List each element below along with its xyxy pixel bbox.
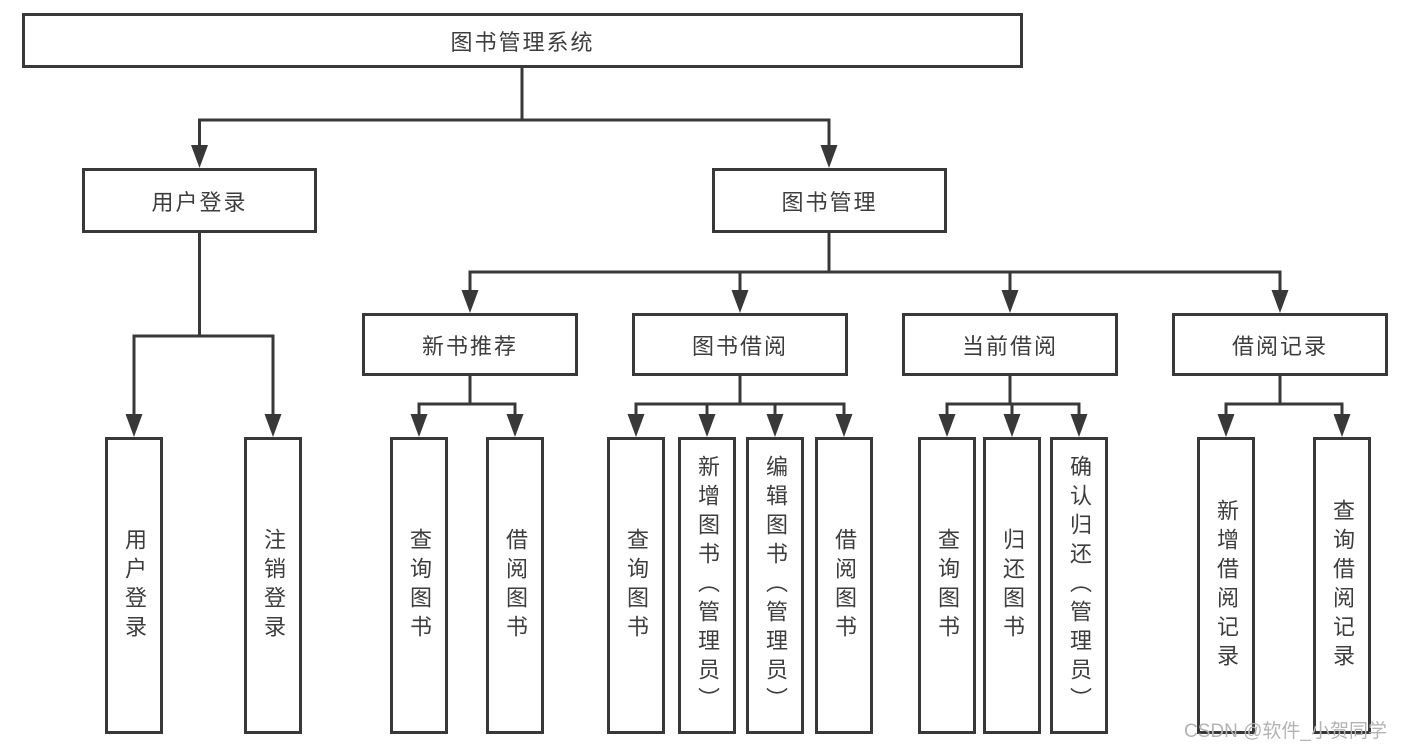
leaf-confirm-return-admin-label: 确认归还（管理员） xyxy=(1067,455,1092,716)
connector-new-book-recommend-to-leaves xyxy=(410,376,524,437)
leaf-add-book-admin-label: 新增图书（管理员） xyxy=(695,455,720,716)
node-book-management: 图书管理 xyxy=(712,168,947,233)
node-new-book-recommend: 新书推荐 xyxy=(362,313,578,376)
node-new-book-recommend-label: 新书推荐 xyxy=(421,333,518,359)
leaf-return-book-label: 归还图书 xyxy=(1000,527,1025,644)
node-current-borrowing: 当前借阅 xyxy=(902,313,1118,376)
leaf-edit-book-admin-label: 编辑图书（管理员） xyxy=(763,455,788,716)
node-book-borrowing-label: 图书借阅 xyxy=(691,333,788,359)
connector-book-borrowing-to-leaves xyxy=(627,376,853,437)
leaf-query-borrow-record-label: 查询借阅记录 xyxy=(1330,498,1355,673)
node-book-management-label: 图书管理 xyxy=(781,189,878,215)
node-user-login: 用户登录 xyxy=(82,168,317,233)
connector-current-borrowing-to-leaves xyxy=(938,376,1088,437)
leaf-query-borrow-record: 查询借阅记录 xyxy=(1313,437,1371,734)
leaf-return-book: 归还图书 xyxy=(983,437,1041,734)
leaf-user-login: 用户登录 xyxy=(105,437,163,734)
leaf-query-books-2-label: 查询图书 xyxy=(624,527,649,644)
leaf-add-borrow-record: 新增借阅记录 xyxy=(1197,437,1255,734)
leaf-logout-login-label: 注销登录 xyxy=(261,527,286,644)
leaf-borrow-books-2: 借阅图书 xyxy=(815,437,873,734)
node-book-borrowing: 图书借阅 xyxy=(632,313,848,376)
connector-book-management-to-level3 xyxy=(461,233,1289,313)
leaf-borrow-books-2-label: 借阅图书 xyxy=(832,527,857,644)
leaf-query-books-2: 查询图书 xyxy=(607,437,665,734)
leaf-logout-login: 注销登录 xyxy=(244,437,302,734)
watermark: CSDN @软件_小贺同学 xyxy=(1184,721,1387,742)
leaf-borrow-books-1-label: 借阅图书 xyxy=(503,527,528,644)
connector-user-login-to-leaves xyxy=(125,233,282,437)
leaf-confirm-return-admin: 确认归还（管理员） xyxy=(1050,437,1108,734)
leaf-user-login-label: 用户登录 xyxy=(122,527,147,644)
leaf-query-books-1: 查询图书 xyxy=(390,437,448,734)
leaf-query-books-1-label: 查询图书 xyxy=(407,527,432,644)
connector-borrowing-records-to-leaves xyxy=(1217,376,1351,437)
node-borrowing-records: 借阅记录 xyxy=(1172,313,1388,376)
node-borrowing-records-label: 借阅记录 xyxy=(1231,333,1328,359)
leaf-query-books-3-label: 查询图书 xyxy=(935,527,960,644)
connector-root-to-level2 xyxy=(191,68,838,168)
leaf-add-book-admin: 新增图书（管理员） xyxy=(678,437,736,734)
node-library-system-label: 图书管理系统 xyxy=(450,29,595,55)
leaf-edit-book-admin: 编辑图书（管理员） xyxy=(746,437,804,734)
node-library-system: 图书管理系统 xyxy=(22,13,1023,68)
leaf-add-borrow-record-label: 新增借阅记录 xyxy=(1214,498,1239,673)
node-current-borrowing-label: 当前借阅 xyxy=(961,333,1058,359)
node-user-login-label: 用户登录 xyxy=(151,189,248,215)
leaf-borrow-books-1: 借阅图书 xyxy=(486,437,544,734)
leaf-query-books-3: 查询图书 xyxy=(918,437,976,734)
